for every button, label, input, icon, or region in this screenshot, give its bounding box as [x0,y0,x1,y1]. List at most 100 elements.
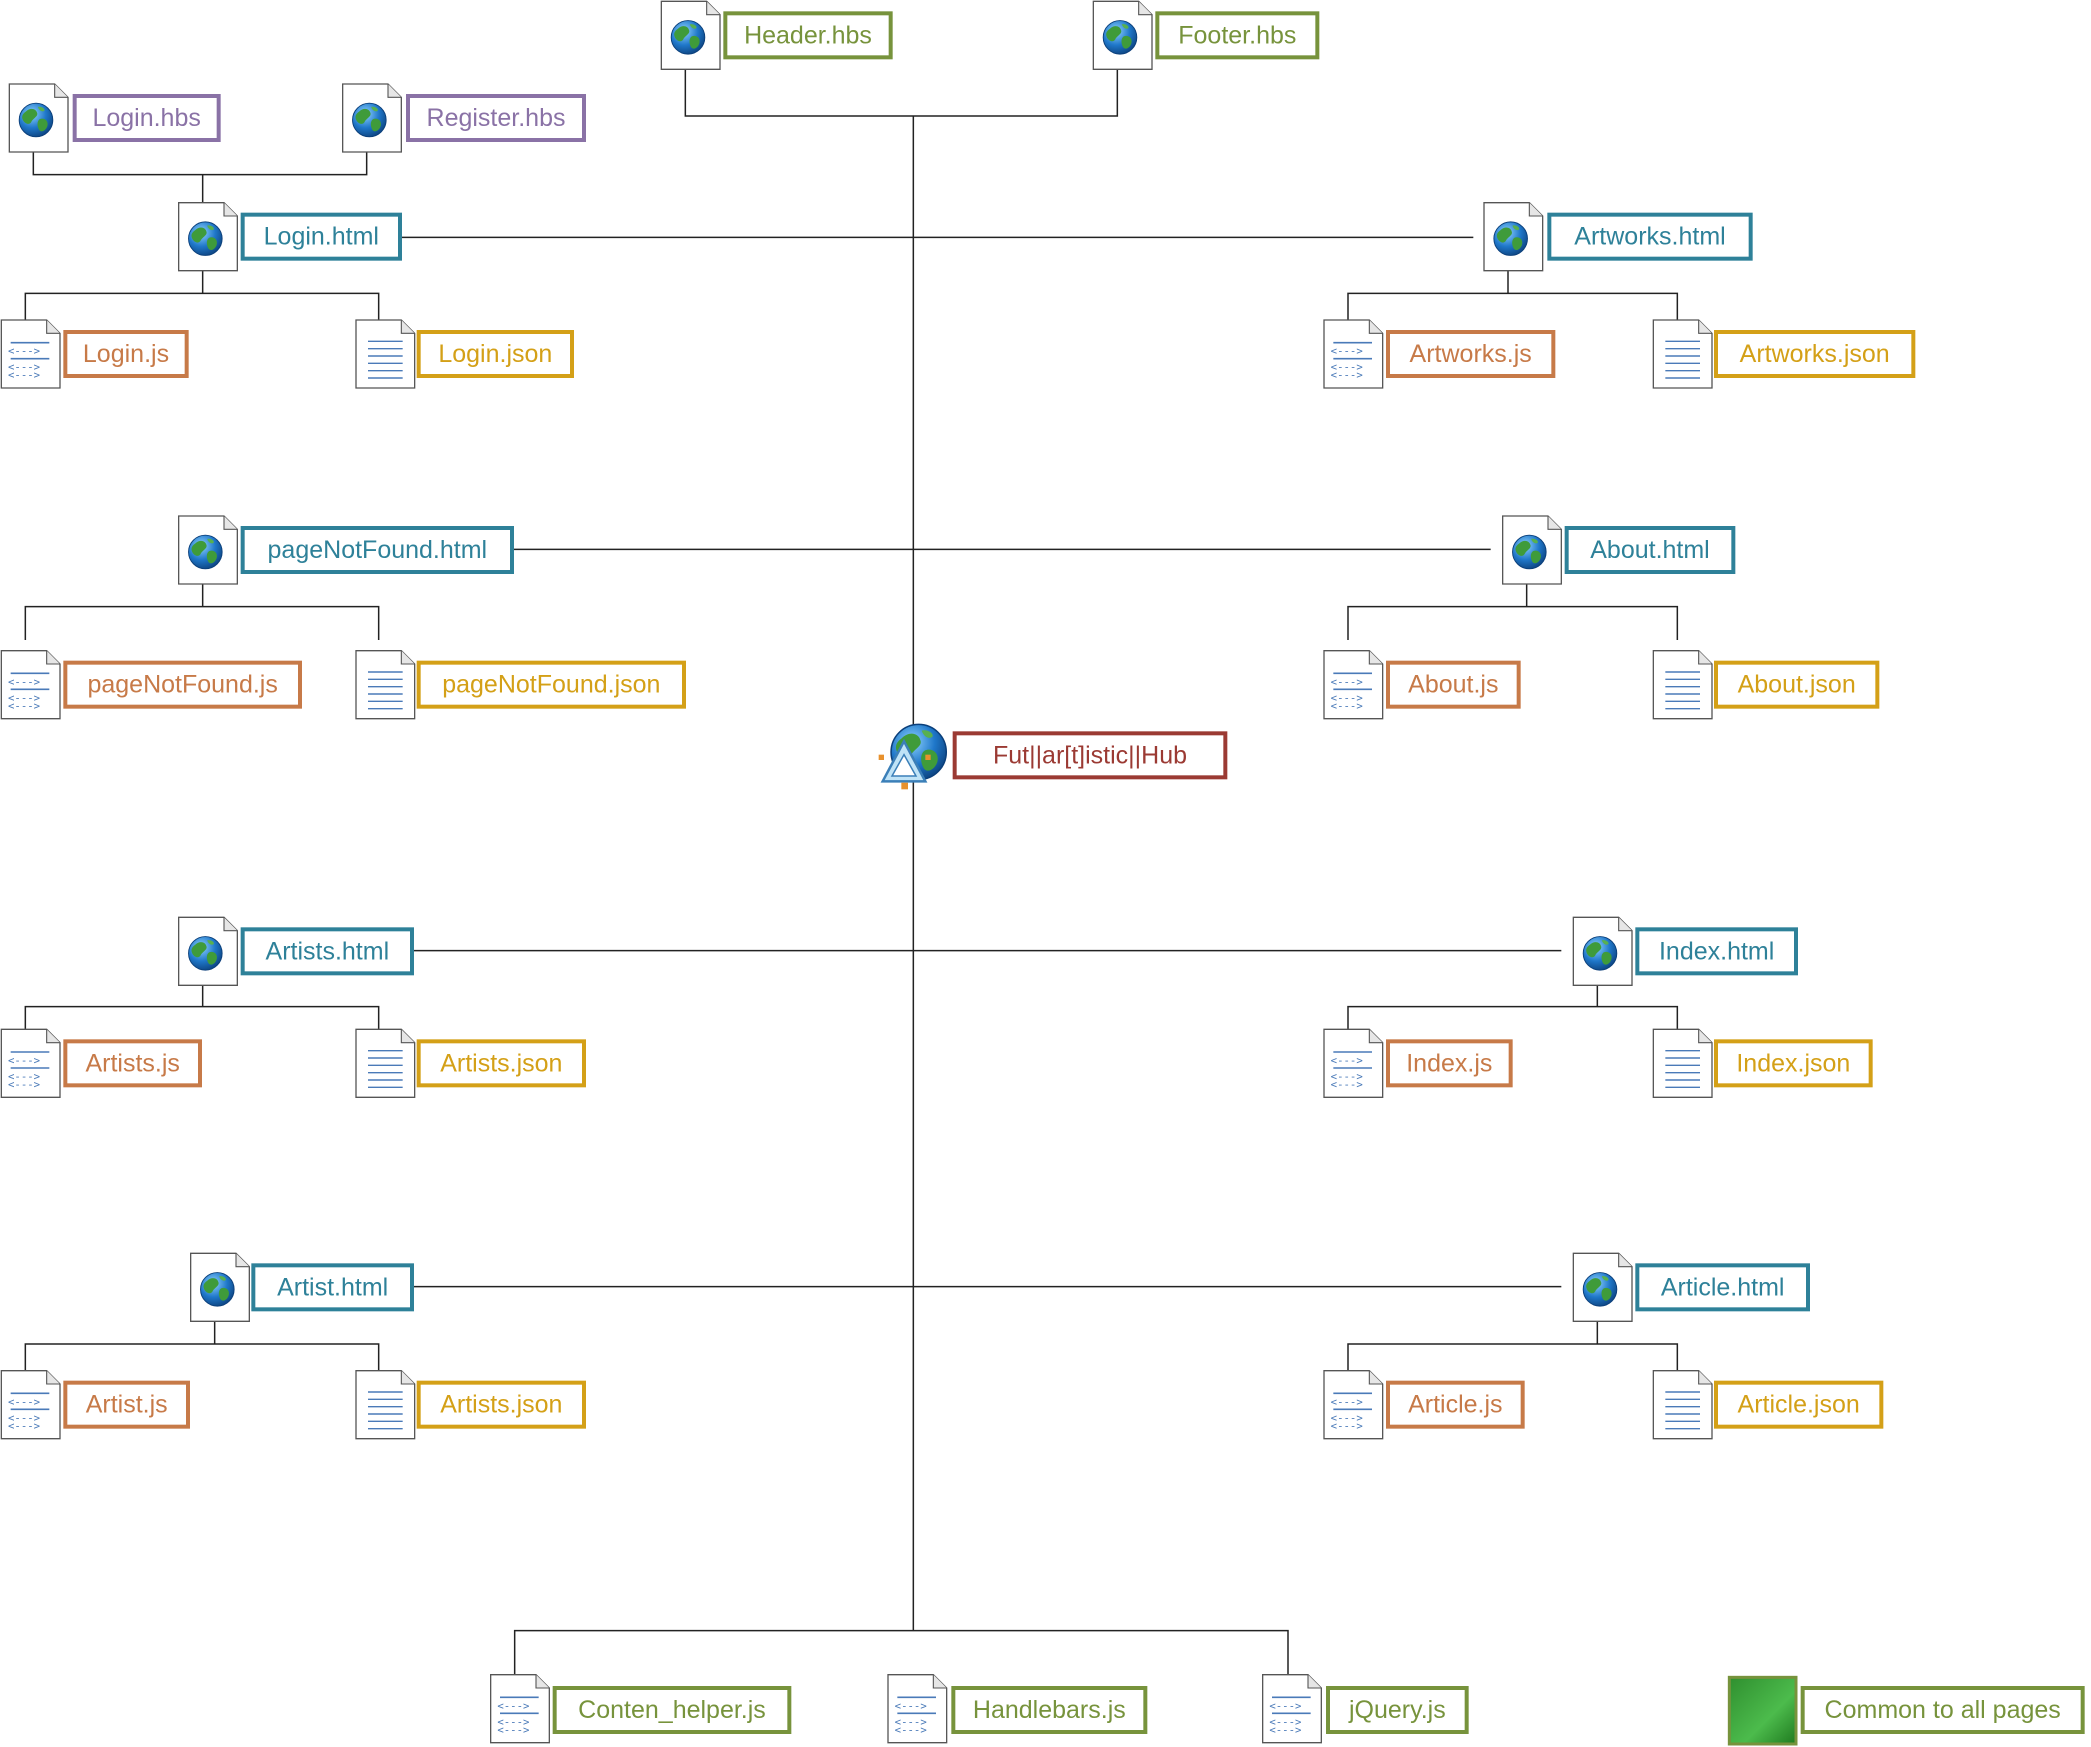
pagenotfound-html-node[interactable]: pageNotFound.html [240,526,515,574]
root-node[interactable]: Fut||ar[t]istic||Hub [952,731,1228,780]
footer-hbs-node[interactable]: Footer.hbs [1155,11,1320,60]
about-js-node[interactable]: About.js [1386,660,1521,709]
jquery-js-script-icon: <---><---><---> [1262,1674,1322,1744]
svg-text:<--->: <---> [895,1699,927,1712]
artist-html-node-text: Artist.html [277,1273,388,1301]
svg-text:<--->: <---> [8,699,40,712]
svg-text:<--->: <---> [1331,1054,1363,1067]
artist-js-node-text: Artist.js [86,1391,168,1419]
index-js-script-icon: <---><---><---> [1323,1028,1384,1098]
header-hbs-node[interactable]: Header.hbs [723,11,893,60]
index-json-text-icon [1652,1028,1713,1098]
artists-html-node[interactable]: Artists.html [240,927,414,976]
artist-js-node[interactable]: Artist.js [63,1380,190,1429]
artworks-json-node[interactable]: Artworks.json [1714,330,1916,378]
connector-line [684,69,1119,117]
register-hbs-node[interactable]: Register.hbs [406,94,586,142]
svg-text:<--->: <---> [1331,691,1363,704]
artworks-js-node[interactable]: Artworks.js [1386,330,1556,378]
connector-line [24,605,380,640]
article-html-node-text: Article.html [1661,1273,1785,1301]
artists-js-node[interactable]: Artists.js [63,1039,203,1088]
connector-line [24,292,380,328]
index-js-node[interactable]: Index.js [1386,1039,1513,1088]
pagenotfound-js-node[interactable]: pageNotFound.js [63,660,303,709]
artist-html-node[interactable]: Artist.html [251,1263,414,1312]
svg-text:<--->: <---> [8,1054,40,1067]
article-html-page-icon [1572,1252,1633,1322]
svg-text:<--->: <---> [497,1715,529,1728]
about-json-node-text: About.json [1738,671,1856,699]
svg-text:<--->: <---> [8,1419,40,1432]
artist-js-script-icon: <---><---><---> [0,1370,61,1440]
login-hbs-node-text: Login.hbs [92,104,200,132]
login-hbs-node[interactable]: Login.hbs [72,94,221,142]
about-js-node-text: About.js [1408,671,1498,699]
login-json-text-icon [355,319,416,389]
index-json-node[interactable]: Index.json [1714,1039,1873,1088]
article-html-node[interactable]: Article.html [1635,1263,1811,1312]
login-html-page-icon [178,202,238,272]
jquery-js-node-text: jQuery.js [1348,1696,1446,1724]
article-json-node[interactable]: Article.json [1714,1380,1884,1429]
artworks-json-node-text: Artworks.json [1740,340,1890,368]
footer-hbs-node-text: Footer.hbs [1178,21,1296,49]
artist-json-node-text: Artists.json [440,1391,562,1419]
login-js-node-text: Login.js [83,340,169,368]
jquery-js-node[interactable]: jQuery.js [1326,1686,1469,1734]
legend-common-node-text: Common to all pages [1825,1696,2061,1724]
svg-text:<--->: <---> [8,1411,40,1424]
login-json-node[interactable]: Login.json [416,330,574,378]
login-hbs-page-icon [8,83,69,153]
svg-text:<--->: <---> [1331,1419,1363,1432]
artist-json-text-icon [355,1370,416,1440]
svg-text:<--->: <---> [895,1715,927,1728]
pagenotfound-json-node[interactable]: pageNotFound.json [416,660,686,709]
artist-json-node[interactable]: Artists.json [416,1380,586,1429]
svg-text:<--->: <---> [1269,1699,1301,1712]
about-json-text-icon [1652,650,1713,720]
svg-text:<--->: <---> [8,345,40,358]
pagenotfound-js-script-icon: <---><---><---> [0,650,61,720]
connector-line [24,1005,380,1042]
index-html-node-text: Index.html [1659,937,1774,965]
artworks-js-script-icon: <---><---><---> [1323,319,1384,389]
handlebars-js-node[interactable]: Handlebars.js [951,1686,1148,1734]
login-html-node[interactable]: Login.html [240,212,402,261]
website-globe-icon [878,723,948,790]
legend-common-node[interactable]: Common to all pages [1800,1686,2085,1734]
about-html-node[interactable]: About.html [1564,526,1736,574]
login-js-node[interactable]: Login.js [63,330,189,378]
about-json-node[interactable]: About.json [1714,660,1880,709]
svg-text:<--->: <---> [1331,1411,1363,1424]
article-json-text-icon [1652,1370,1713,1440]
artworks-json-text-icon [1652,319,1713,389]
register-hbs-page-icon [342,83,402,153]
artists-html-node-text: Artists.html [266,937,390,965]
svg-text:<--->: <---> [8,361,40,374]
artworks-html-node-text: Artworks.html [1574,223,1725,251]
article-js-node[interactable]: Article.js [1386,1380,1525,1429]
svg-text:<--->: <---> [1331,345,1363,358]
svg-text:<--->: <---> [497,1723,529,1736]
svg-text:<--->: <---> [497,1699,529,1712]
svg-text:<--->: <---> [8,369,40,382]
index-html-node[interactable]: Index.html [1635,927,1799,976]
artists-json-node[interactable]: Artists.json [416,1039,586,1088]
conten-helper-js-node[interactable]: Conten_helper.js [552,1686,792,1734]
svg-text:<--->: <---> [1331,369,1363,382]
artworks-html-node[interactable]: Artworks.html [1547,212,1753,261]
handlebars-js-script-icon: <---><---><---> [887,1674,948,1744]
connector-line [32,152,368,176]
article-js-node-text: Article.js [1408,1391,1502,1419]
connector-line [24,1343,380,1378]
login-html-node-text: Login.html [264,223,379,251]
pagenotfound-html-node-text: pageNotFound.html [268,536,488,564]
pagenotfound-json-text-icon [355,650,416,720]
connector-line [1347,1343,1679,1378]
connector-line [1347,292,1679,328]
artworks-js-node-text: Artworks.js [1410,340,1532,368]
svg-text:<--->: <---> [8,691,40,704]
conten-helper-js-node-text: Conten_helper.js [578,1696,766,1724]
